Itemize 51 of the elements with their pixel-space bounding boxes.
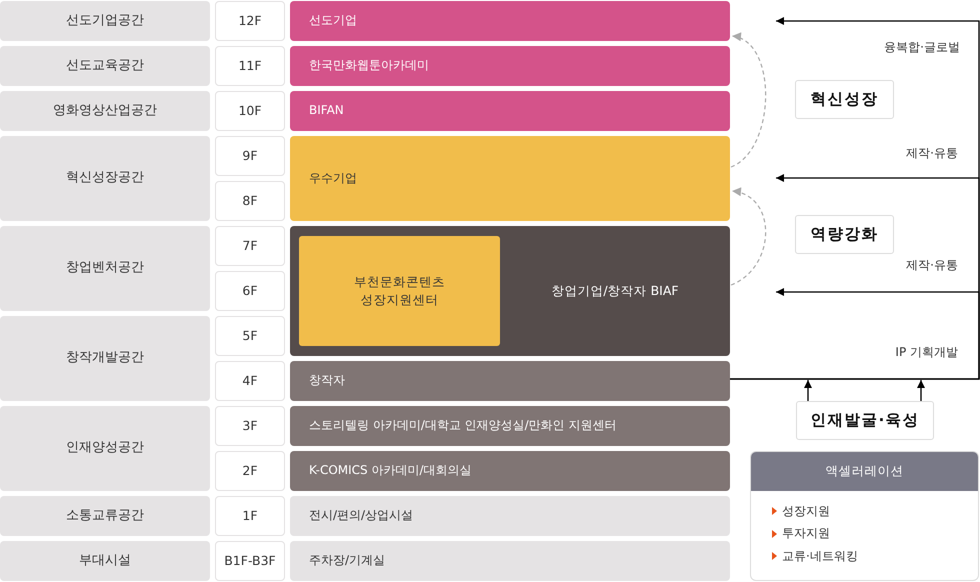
zone-box: 소통교류공간 — [0, 496, 210, 536]
flow-label: IP 기획개발 — [895, 344, 958, 360]
list-item: 성장지원 — [782, 502, 830, 520]
room-box — [290, 226, 730, 356]
list-item: 교류·네트워킹 — [782, 548, 858, 565]
stage-box: 인재발굴·육성 — [796, 401, 934, 440]
zone-box: 부대시설 — [0, 541, 210, 581]
floor-box: 5F — [215, 316, 285, 356]
floor-box: 4F — [215, 361, 285, 401]
zone-box: 선도기업공간 — [0, 1, 210, 41]
floor-box: 8F — [215, 181, 285, 221]
dashed-arrow — [730, 34, 766, 168]
floor-box: 2F — [215, 451, 285, 491]
room-box: 선도기업 — [290, 1, 730, 41]
room-box: 스토리텔링 아카데미/대학교 인재양성실/만화인 지원센터 — [290, 406, 730, 446]
zone-box: 인재양성공간 — [0, 406, 210, 491]
room-box: 우수기업 — [290, 136, 730, 221]
floor-box: 10F — [215, 91, 285, 131]
floor-box: 12F — [215, 1, 285, 41]
center-box: 부천문화콘텐츠 성장지원센터 — [299, 236, 500, 346]
floor-box: 9F — [215, 136, 285, 176]
floor-box: 7F — [215, 226, 285, 266]
stage-box: 혁신성장 — [795, 80, 894, 119]
room-box: 한국만화웹툰아카데미 — [290, 46, 730, 86]
zone-box: 영화영상산업공간 — [0, 91, 210, 131]
arrow — [917, 380, 925, 401]
room-box: 전시/편의/상업시설 — [290, 496, 730, 536]
floor-box: B1F-B3F — [215, 541, 285, 581]
floor-box: 3F — [215, 406, 285, 446]
arrow — [804, 380, 812, 401]
stage-box: 역량강화 — [795, 215, 894, 254]
floor-box: 1F — [215, 496, 285, 536]
zone-box: 선도교육공간 — [0, 46, 210, 86]
room-box: 창작자 — [290, 361, 730, 401]
flow-label: 융복합·글로벌 — [884, 39, 960, 55]
zone-box: 창업벤처공간 — [0, 226, 210, 311]
floor-box: 11F — [215, 46, 285, 86]
flow-label: 제작·유통 — [906, 145, 958, 161]
list-item: 투자지원 — [782, 525, 830, 542]
dashed-arrow — [730, 188, 766, 286]
room-label: 창업기업/창작자 BIAF — [550, 282, 680, 300]
panel-header: 액셀러레이션 — [751, 452, 978, 491]
floor-box: 6F — [215, 271, 285, 311]
room-box: 주차장/기계실 — [290, 541, 730, 581]
arrow — [730, 288, 980, 380]
room-box: K-COMICS 아카데미/대회의실 — [290, 451, 730, 491]
zone-box: 창작개발공간 — [0, 316, 210, 401]
zone-box: 혁신성장공간 — [0, 136, 210, 221]
flow-label: 제작·유통 — [906, 257, 958, 273]
room-box: BIFAN — [290, 91, 730, 131]
info-panel — [750, 451, 979, 581]
